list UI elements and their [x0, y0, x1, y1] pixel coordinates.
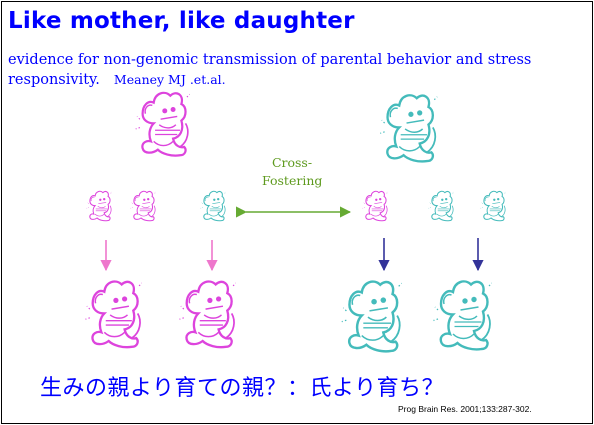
slide-title: Like mother, like daughter [8, 8, 355, 34]
pink-adult-mouse-icon [178, 280, 236, 349]
cyan-pup-mouse-icon [480, 190, 506, 222]
pink-pup-mouse-icon [362, 190, 388, 222]
cyan-adult-mouse-icon [340, 280, 402, 353]
slide-subtitle: evidence for non-genomic transmission of… [8, 50, 568, 90]
citation: Prog Brain Res. 2001;133:287-302. [398, 404, 532, 414]
pink-mother-mouse-icon [134, 91, 190, 157]
cyan-pup-mouse-icon [200, 190, 226, 222]
pink-adult-mouse-icon [84, 280, 142, 349]
cyan-mother-mouse-icon [379, 94, 438, 163]
cyan-pup-mouse-icon [428, 190, 454, 222]
japanese-caption: 生みの親より育ての親？：氏より育ち？ [40, 376, 445, 401]
pink-pup-mouse-icon [130, 190, 156, 222]
cross-fostering-label: Cross-Fostering [262, 155, 323, 188]
cyan-adult-mouse-icon [432, 280, 492, 351]
subtitle-text: evidence for non-genomic transmission of… [8, 52, 532, 88]
pink-pup-mouse-icon [86, 190, 112, 222]
authors: Meaney MJ .et.al. [113, 72, 226, 87]
